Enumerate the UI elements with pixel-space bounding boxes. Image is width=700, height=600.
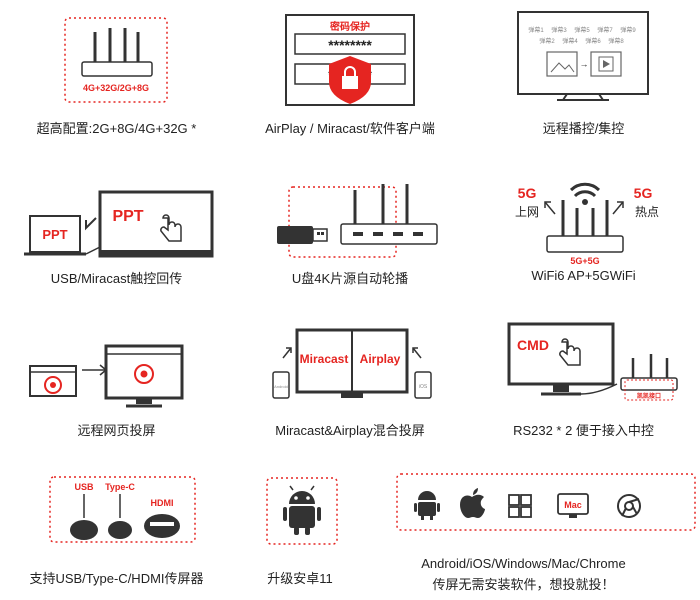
android-icon [283, 485, 321, 535]
feature-casting-protocols: 密码保护 ******** ******** AirPlay / Miracas… [233, 0, 467, 150]
caption: RS232 * 2 便于接入中控 [513, 423, 654, 438]
android-phone-icon [272, 371, 290, 399]
feature-wifi6: 5G 上网 5G 热点 5G+5G WiFi6 AP+5GWiFi [467, 150, 700, 300]
left-band: 5G [518, 185, 537, 201]
channel-label: 弹幕5 [574, 26, 590, 34]
rs232-illustration: CMD 凯凯接口 [507, 322, 678, 401]
phone-right-label: iOS [419, 384, 428, 390]
feature-platforms: Mac Android/iOS/Windows/Mac/Chrome 传屏无需安… [347, 450, 700, 600]
typec-dongle-icon [108, 521, 132, 539]
channel-label: 弹幕7 [597, 26, 613, 34]
hand-pointer-icon [559, 338, 581, 366]
display-label: PPT [112, 208, 143, 225]
display-icon [98, 190, 214, 258]
caption-line-1: Android/iOS/Windows/Mac/Chrome [421, 556, 626, 571]
left-pane-label: Miracast [300, 352, 349, 366]
usb-router-illustration [277, 184, 438, 258]
usb-drive-icon [277, 226, 313, 244]
svg-text:→: → [580, 59, 589, 69]
chrome-icon [44, 376, 62, 394]
right-label: 热点 [635, 205, 659, 219]
router-illustration: 4G+32G/2G+8G [64, 17, 168, 103]
caption: 升级安卓11 [267, 571, 333, 586]
channel-label: 弹幕6 [585, 37, 601, 45]
caption: 超高配置:2G+8G/4G+32G * [36, 121, 197, 136]
apple-icon [460, 488, 485, 518]
wifi-icon [569, 182, 601, 205]
caption-line-2: 传屏无需安装软件，想投就投！ [432, 577, 615, 592]
touch-feedback-illustration: PPT PPT [24, 190, 214, 258]
caption: Miracast&Airplay混合投屏 [275, 423, 425, 438]
android-illustration [266, 477, 338, 545]
chrome-icon [617, 494, 641, 518]
channel-label: 弹幕4 [562, 37, 578, 45]
caption: AirPlay / Miracast/软件客户端 [265, 121, 435, 136]
dongles-illustration: USB Type-C HDMI [49, 476, 196, 543]
config-label: 4G+32G/2G+8G [83, 83, 149, 93]
web-casting-illustration [29, 344, 184, 408]
left-label: 上网 [515, 205, 539, 219]
password-illustration: 密码保护 ******** ******** [285, 14, 415, 106]
caption: USB/Miracast触控回传 [50, 271, 183, 286]
chrome-icon [134, 364, 154, 384]
feature-web-casting: 远程网页投屏 [0, 300, 233, 450]
caption: WiFi6 AP+5GWiFi [531, 268, 636, 283]
screen-label: CMD [517, 337, 549, 353]
caption: 支持USB/Type-C/HDMI传屏器 [29, 571, 204, 586]
right-pane-label: Airplay [360, 352, 401, 366]
channel-label: 弹幕2 [539, 37, 555, 45]
hand-pointer-icon [160, 214, 182, 242]
feature-rs232: CMD 凯凯接口 RS232 * 2 便于接入中控 [467, 300, 700, 450]
image-icon [546, 51, 578, 77]
channel-label: 弹幕9 [620, 26, 636, 34]
channel-label: 弹幕8 [608, 37, 624, 45]
platform-icons: Mac [396, 473, 696, 531]
hdmi-label: HDMI [151, 498, 174, 508]
feature-touch-feedback: PPT PPT USB/Miracast触控回传 [0, 150, 233, 300]
tv-illustration: 弹幕1 弹幕3 弹幕5 弹幕7 弹幕9 弹幕2 弹幕4 弹幕6 弹幕8 → [517, 11, 649, 101]
video-icon [590, 51, 622, 77]
split-screen-illustration: Miracast Airplay Android iOS [272, 328, 432, 399]
feature-usb-autoplay: U盘4K片源自动轮播 [233, 150, 467, 300]
usb-label: USB [74, 482, 94, 492]
feature-transmitters: USB Type-C HDMI 支持USB/Type-C/HDMI传屏器 [0, 450, 233, 600]
tv-icon [517, 11, 649, 95]
android-icon [414, 491, 440, 520]
caption: U盘4K片源自动轮播 [291, 271, 409, 286]
usb-dongle-icon [70, 520, 98, 540]
feature-hardware-config: 4G+32G/2G+8G 超高配置:2G+8G/4G+32G * [0, 0, 233, 150]
laptop-label: PPT [42, 227, 67, 242]
lock-icon [342, 76, 358, 89]
ios-phone-icon [414, 371, 432, 399]
phone-left-label: Android [274, 384, 288, 389]
wifi-router-illustration: 5G 上网 5G 热点 5G+5G [515, 182, 659, 266]
caption: 远程网页投屏 [77, 423, 156, 438]
windows-icon [508, 494, 532, 518]
password-title: 密码保护 [330, 20, 370, 33]
router-icon [546, 235, 624, 253]
laptop-icon [29, 215, 81, 253]
channel-label: 弹幕1 [528, 26, 544, 34]
mac-icon: Mac [557, 493, 589, 518]
right-band: 5G [634, 185, 653, 201]
feature-remote-control: 弹幕1 弹幕3 弹幕5 弹幕7 弹幕9 弹幕2 弹幕4 弹幕6 弹幕8 → 远程… [467, 0, 700, 150]
feature-android11: 升级安卓11 [233, 450, 347, 600]
mac-label: Mac [564, 500, 582, 510]
channel-label: 弹幕3 [551, 26, 567, 34]
router-icon [340, 223, 438, 245]
feature-mixed-casting: Miracast Airplay Android iOS Miracast&Ai… [233, 300, 467, 450]
port-label: 凯凯接口 [637, 392, 661, 400]
router-label: 5G+5G [570, 256, 599, 266]
password-mask: ******** [328, 37, 372, 53]
router-icon [620, 377, 678, 391]
typec-label: Type-C [105, 482, 135, 492]
browser-window-icon [29, 365, 77, 397]
caption: 远程播控/集控 [542, 121, 625, 136]
